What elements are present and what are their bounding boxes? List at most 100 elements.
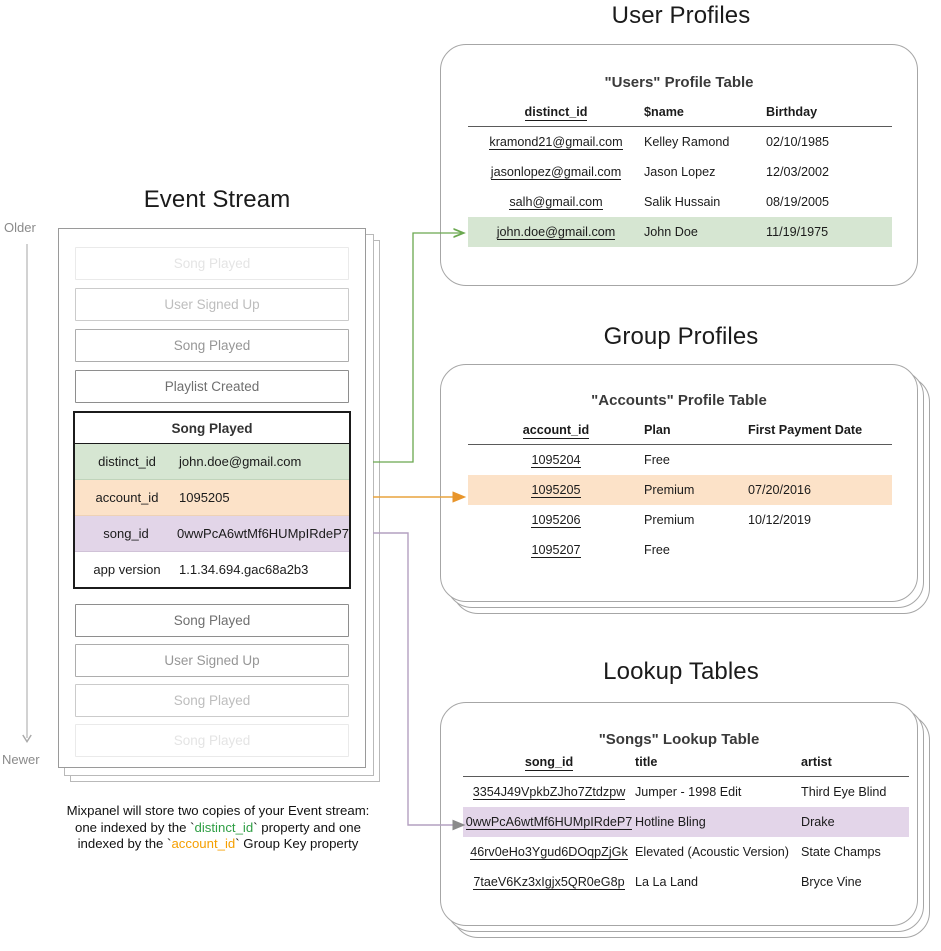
event-label: User Signed Up bbox=[164, 297, 260, 312]
table-row[interactable]: 46rv0eHo3Ygud6DOqpZjGk Elevated (Acousti… bbox=[463, 837, 909, 867]
column-header-song-id: song_id bbox=[463, 755, 635, 777]
cell-birthday: 11/19/1975 bbox=[766, 217, 892, 247]
users-table-title: "Users" Profile Table bbox=[604, 74, 754, 91]
event-property-value: 1.1.34.694.gac68a2b3 bbox=[179, 562, 309, 577]
event-property-key: song_id bbox=[103, 526, 149, 541]
cell-distinct-id: salh@gmail.com bbox=[509, 195, 603, 210]
songs-lookup-card: "Songs" Lookup Table song_id title artis… bbox=[440, 702, 918, 926]
cell-distinct-id: jasonlopez@gmail.com bbox=[490, 165, 622, 180]
cell-account-id: 1095205 bbox=[468, 475, 644, 505]
event-property-distinct-id[interactable]: distinct_id john.doe@gmail.com bbox=[75, 444, 349, 480]
table-header-row: account_id Plan First Payment Date bbox=[468, 423, 892, 445]
table-row[interactable]: 1095204 Free bbox=[468, 445, 892, 476]
cell-artist: Bryce Vine bbox=[801, 875, 862, 889]
users-profile-card: "Users" Profile Table distinct_id $name … bbox=[440, 44, 918, 286]
event-item[interactable]: User Signed Up bbox=[75, 644, 349, 677]
caption-line-3-pre: indexed by the ` bbox=[77, 836, 172, 852]
table-row[interactable]: 1095207 Free bbox=[468, 535, 892, 565]
cell-plan: Free bbox=[644, 453, 670, 467]
table-header-row: song_id title artist bbox=[463, 755, 909, 777]
cell-distinct-id: kramond21@gmail.com bbox=[489, 135, 623, 150]
caption-line-2-post: ` property and one bbox=[253, 819, 361, 835]
table-header-row: distinct_id $name Birthday bbox=[468, 105, 892, 127]
event-label: Song Played bbox=[173, 338, 251, 353]
accounts-table: account_id Plan First Payment Date 10952… bbox=[468, 423, 892, 565]
event-property-key: app version bbox=[93, 562, 161, 577]
event-property-song-id[interactable]: song_id 0wwPcA6wtMf6HUMpIRdeP7 bbox=[75, 516, 349, 552]
cell-artist: Third Eye Blind bbox=[801, 785, 887, 799]
cell-name: Kelley Ramond bbox=[644, 135, 730, 149]
cell-song-id: 0wwPcA6wtMf6HUMpIRdeP7 bbox=[463, 807, 635, 837]
cell-account-id: 1095204 bbox=[531, 453, 581, 468]
caption-token-account-id: account_id bbox=[171, 836, 236, 852]
event-label: Playlist Created bbox=[164, 379, 260, 394]
cell-song-id: 7taeV6Kz3xIgjx5QR0eG8p bbox=[473, 875, 625, 890]
lookup-tables-title: Lookup Tables bbox=[603, 658, 759, 685]
caption-line-2-pre: one indexed by the ` bbox=[75, 819, 195, 835]
table-row[interactable]: kramond21@gmail.com Kelley Ramond 02/10/… bbox=[468, 127, 892, 158]
focused-event-name: Song Played bbox=[75, 413, 349, 444]
event-item[interactable]: Song Played bbox=[75, 329, 349, 362]
table-row[interactable]: 3354J49VpkbZJho7Ztdzpw Jumper - 1998 Edi… bbox=[463, 777, 909, 808]
column-header-distinct-id: distinct_id bbox=[468, 105, 644, 127]
column-header-plan: Plan bbox=[644, 423, 748, 445]
table-row[interactable]: 1095206 Premium 10/12/2019 bbox=[468, 505, 892, 535]
cell-name: John Doe bbox=[644, 217, 766, 247]
cell-song-id: 46rv0eHo3Ygud6DOqpZjGk bbox=[470, 845, 628, 860]
cell-plan: Free bbox=[644, 543, 670, 557]
cell-plan: Premium bbox=[644, 475, 748, 505]
table-row-highlighted[interactable]: john.doe@gmail.com John Doe 11/19/1975 bbox=[468, 217, 892, 247]
event-property-key: account_id bbox=[95, 490, 159, 505]
event-property-key: distinct_id bbox=[98, 454, 156, 469]
event-label: Song Played bbox=[173, 256, 251, 271]
cell-name: Jason Lopez bbox=[644, 165, 716, 179]
event-stream-caption: Mixpanel will store two copies of your E… bbox=[38, 803, 398, 853]
event-item[interactable]: Song Played bbox=[75, 247, 349, 280]
time-axis-newer-label: Newer bbox=[2, 752, 40, 767]
column-header-title: title bbox=[635, 755, 801, 777]
songs-table-title: "Songs" Lookup Table bbox=[598, 731, 760, 748]
event-item[interactable]: User Signed Up bbox=[75, 288, 349, 321]
event-item[interactable]: Song Played bbox=[75, 724, 349, 757]
column-header-birthday: Birthday bbox=[766, 105, 892, 127]
event-label: Song Played bbox=[173, 693, 251, 708]
event-label: Song Played bbox=[173, 733, 251, 748]
event-stream-title: Event Stream bbox=[143, 186, 291, 213]
table-row-highlighted[interactable]: 1095205 Premium 07/20/2016 bbox=[468, 475, 892, 505]
caption-line-3: indexed by the `account_id` Group Key pr… bbox=[38, 836, 398, 853]
event-property-value: john.doe@gmail.com bbox=[179, 454, 302, 469]
cell-title: Elevated (Acoustic Version) bbox=[635, 845, 789, 859]
cell-birthday: 12/03/2002 bbox=[766, 165, 830, 179]
event-property-account-id[interactable]: account_id 1095205 bbox=[75, 480, 349, 516]
cell-account-id: 1095207 bbox=[531, 543, 581, 558]
cell-title: Jumper - 1998 Edit bbox=[635, 785, 742, 799]
event-item[interactable]: Song Played bbox=[75, 684, 349, 717]
table-row[interactable]: salh@gmail.com Salik Hussain 08/19/2005 bbox=[468, 187, 892, 217]
event-property-value: 1095205 bbox=[179, 490, 230, 505]
event-item[interactable]: Song Played bbox=[75, 604, 349, 637]
event-property-app-version[interactable]: app version 1.1.34.694.gac68a2b3 bbox=[75, 552, 349, 587]
event-label: Song Played bbox=[173, 613, 251, 628]
cell-first-payment-date bbox=[748, 445, 892, 476]
event-stream-card: Song Played User Signed Up Song Played P… bbox=[58, 228, 366, 768]
time-axis: Older Newer bbox=[2, 220, 60, 780]
cell-first-payment-date bbox=[748, 535, 892, 565]
cell-name: Salik Hussain bbox=[644, 195, 721, 209]
cell-birthday: 08/19/2005 bbox=[766, 195, 830, 209]
column-header-artist: artist bbox=[801, 755, 909, 777]
users-table: distinct_id $name Birthday kramond21@gma… bbox=[468, 105, 892, 247]
cell-account-id: 1095206 bbox=[531, 513, 581, 528]
event-property-value: 0wwPcA6wtMf6HUMpIRdeP7 bbox=[177, 526, 349, 541]
songs-table: song_id title artist 3354J49VpkbZJho7Ztd… bbox=[463, 755, 909, 897]
event-stream-container: Song Played User Signed Up Song Played P… bbox=[58, 228, 383, 784]
event-item[interactable]: Playlist Created bbox=[75, 370, 349, 403]
table-row[interactable]: 7taeV6Kz3xIgjx5QR0eG8p La La Land Bryce … bbox=[463, 867, 909, 897]
cell-song-id: 3354J49VpkbZJho7Ztdzpw bbox=[472, 785, 626, 800]
accounts-profile-card: "Accounts" Profile Table account_id Plan… bbox=[440, 364, 918, 602]
table-row[interactable]: jasonlopez@gmail.com Jason Lopez 12/03/2… bbox=[468, 157, 892, 187]
user-profiles-title: User Profiles bbox=[611, 2, 751, 29]
caption-line-3-post: ` Group Key property bbox=[235, 836, 359, 852]
focused-event-card[interactable]: Song Played distinct_id john.doe@gmail.c… bbox=[73, 411, 351, 589]
table-row-highlighted[interactable]: 0wwPcA6wtMf6HUMpIRdeP7 Hotline Bling Dra… bbox=[463, 807, 909, 837]
accounts-table-title: "Accounts" Profile Table bbox=[591, 392, 767, 409]
